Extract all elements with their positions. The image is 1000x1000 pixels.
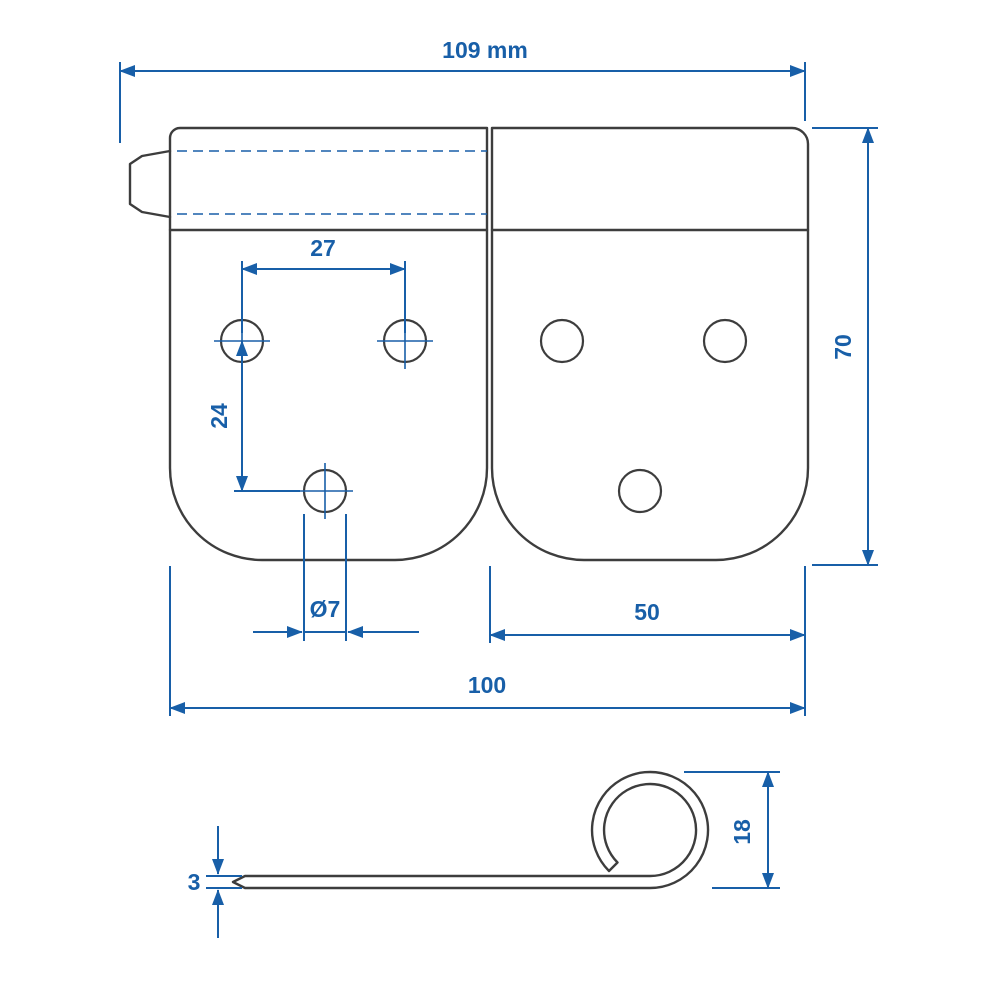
dim-label-overall-width: 109 mm xyxy=(442,37,528,63)
dim-label-material-thickness: 3 xyxy=(188,869,201,895)
right-plate-outline xyxy=(490,126,810,562)
left-plate-outline xyxy=(168,126,489,562)
dim-label-plate-height: 70 xyxy=(830,334,856,360)
hinge-pin-tab xyxy=(128,149,172,219)
dim-label-body-width: 100 xyxy=(468,672,506,698)
dim-label-vertical-hole-pitch: 24 xyxy=(206,403,232,429)
dimension-curl-height: 18 xyxy=(684,771,780,889)
side-profile-outline xyxy=(231,770,710,890)
dimension-plate-height: 70 xyxy=(812,127,878,566)
center-mark-hole-lower xyxy=(297,463,353,519)
dimension-upper-hole-pitch: 27 xyxy=(241,235,406,333)
dimension-vertical-hole-pitch: 24 xyxy=(206,340,300,492)
dimension-overall-width: 109 mm xyxy=(119,37,806,143)
dim-label-right-plate-width: 50 xyxy=(634,599,660,625)
dimension-material-thickness: 3 xyxy=(188,826,242,938)
dim-label-hole-diameter: Ø7 xyxy=(310,596,341,622)
top-view: 109 mm 70 27 24 Ø7 xyxy=(119,37,878,716)
hole-right-plate-lower xyxy=(617,468,663,514)
side-view: 18 3 xyxy=(188,770,780,938)
dimension-hole-diameter: Ø7 xyxy=(253,514,419,641)
extension-lines xyxy=(303,514,347,641)
dimension-body-width: 100 xyxy=(169,566,806,716)
dim-label-curl-height: 18 xyxy=(729,819,755,845)
extension-lines xyxy=(206,875,242,889)
extension-lines xyxy=(169,566,806,716)
hole-right-plate-top-right xyxy=(702,318,748,364)
dimension-right-plate-width: 50 xyxy=(489,566,806,643)
hole-right-plate-top-left xyxy=(539,318,585,364)
dim-label-upper-hole-pitch: 27 xyxy=(310,235,336,261)
